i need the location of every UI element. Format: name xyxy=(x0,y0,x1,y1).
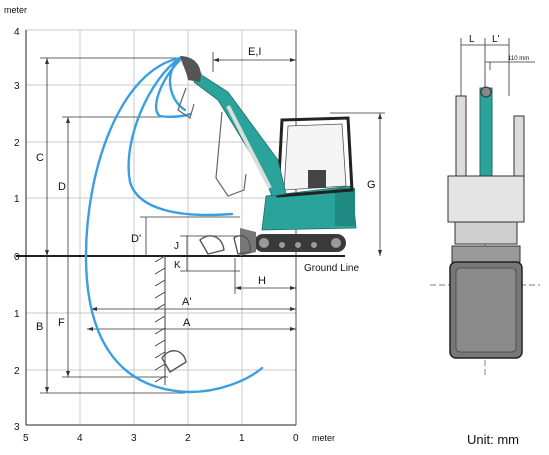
y-axis-unit-label: meter xyxy=(4,5,27,15)
dimension-label-d-prime: D' xyxy=(131,233,141,245)
x-tick: 4 xyxy=(77,433,83,444)
ground-line-label: Ground Line xyxy=(304,263,359,274)
front-label-l: L xyxy=(469,34,475,45)
front-dimension-lines xyxy=(460,38,535,96)
x-tick: 2 xyxy=(185,433,191,444)
y-tick: 3 xyxy=(14,422,20,433)
inner-reach-curve xyxy=(127,56,234,217)
front-swing-frame xyxy=(454,221,518,245)
unit-note: Unit: mm xyxy=(467,432,519,447)
dozer-blade xyxy=(240,228,256,256)
max-reach-envelope xyxy=(84,56,264,394)
dimension-label-k: K xyxy=(174,260,181,271)
dimension-arrowheads xyxy=(45,58,382,393)
excavator-front-view: L L' 110 mm xyxy=(430,34,540,378)
excavator-side-view xyxy=(161,56,357,373)
dimension-label-f: F xyxy=(58,317,65,329)
boom-cylinder xyxy=(226,105,272,189)
dimension-label-g: G xyxy=(367,179,376,191)
dimension-label-a: A xyxy=(183,317,191,329)
working-range-curves xyxy=(84,56,264,394)
front-offset-label: 110 mm xyxy=(508,56,529,62)
ghost-positions xyxy=(177,87,247,197)
dimension-label-j: J xyxy=(174,241,179,252)
wall-hatching xyxy=(154,255,166,385)
y-tick: 3 xyxy=(14,81,20,92)
upper-body xyxy=(261,185,357,231)
lower-bucket-positions xyxy=(161,234,251,373)
y-tick: 0 xyxy=(14,252,20,263)
track-rollers xyxy=(259,238,341,248)
y-tick: 2 xyxy=(14,366,20,377)
dimension-label-a-prime: A' xyxy=(182,296,191,308)
y-tick: 4 xyxy=(14,27,20,38)
front-boom-pin xyxy=(480,86,492,98)
front-lower-inner xyxy=(455,267,517,353)
dimension-label-c: C xyxy=(36,152,44,164)
front-label-l-prime: L' xyxy=(492,34,500,45)
bucket-extended xyxy=(180,56,201,82)
axes xyxy=(25,30,296,426)
x-axis-unit-label: meter xyxy=(312,433,335,443)
dimension-label-d: D xyxy=(58,181,66,193)
y-tick: 2 xyxy=(14,138,20,149)
operator-seat xyxy=(308,170,326,188)
x-tick: 5 xyxy=(23,433,29,444)
upper-inner-curve xyxy=(154,58,192,119)
x-tick: 3 xyxy=(131,433,137,444)
front-dozer-blade xyxy=(451,245,521,263)
dimension-label-e-i: E,I xyxy=(248,46,261,58)
front-upper-structure xyxy=(447,175,525,223)
dimension-label-h: H xyxy=(258,275,266,287)
boom xyxy=(193,73,287,197)
cab-window xyxy=(283,123,347,191)
y-tick: 1 xyxy=(14,309,20,320)
x-tick: 0 xyxy=(293,433,299,444)
y-tick: 1 xyxy=(14,194,20,205)
x-tick: 1 xyxy=(239,433,245,444)
upper-loop-curve xyxy=(168,60,187,112)
dimension-label-b: B xyxy=(36,321,43,333)
counterweight xyxy=(335,188,355,226)
